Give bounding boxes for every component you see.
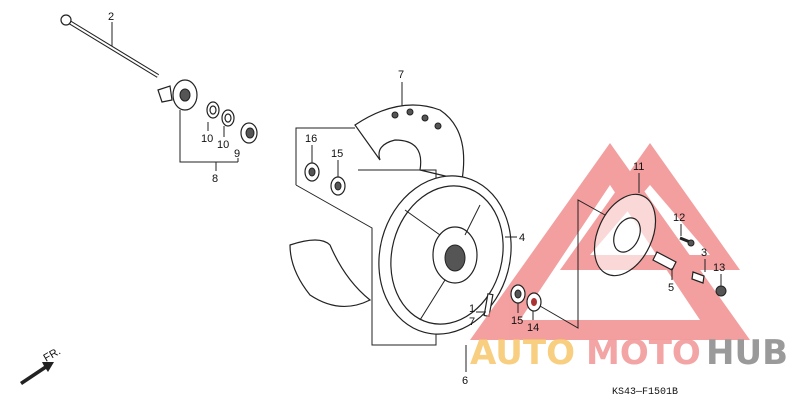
hardware-parts: 12 5 3 13: [652, 212, 727, 297]
front-direction-arrow: FR.: [20, 345, 63, 385]
axle-part: 2: [60, 11, 160, 78]
watermark-moto: MOTO: [586, 333, 701, 373]
callout-12: 12: [673, 212, 685, 224]
callout-8: 8: [212, 173, 218, 185]
rim-part: 4: [378, 175, 525, 335]
watermark-auto: AUTO: [470, 333, 575, 373]
watermark-hub: HUB: [706, 333, 788, 373]
callout-3: 3: [701, 247, 707, 259]
callout-7-valve: 7: [469, 316, 475, 328]
callout-1: 1: [469, 303, 475, 315]
callout-11: 11: [633, 161, 644, 173]
bracket-line: [295, 169, 437, 346]
callout-2: 2: [108, 11, 114, 23]
callout-7-tire: 7: [398, 69, 404, 81]
tire-part: 7: [289, 69, 465, 308]
bracket-line: [539, 199, 606, 329]
watermark-text: AUTO MOTO HUB: [470, 333, 788, 373]
callout-15-right: 15: [511, 315, 523, 327]
callout-16: 16: [305, 133, 317, 145]
brake-disc-part: 11: [593, 161, 657, 277]
gearbox-part: 10 10 9 8: [157, 79, 258, 185]
figure-code: KS43—F1501B: [612, 387, 678, 398]
callout-13: 13: [713, 262, 725, 274]
callout-6: 6: [462, 375, 468, 387]
callout-9: 9: [234, 148, 240, 160]
direction-label: FR.: [42, 345, 63, 364]
valve-part: 1 7: [469, 293, 494, 328]
bearing-set-left: 16 15: [304, 133, 346, 196]
callout-5: 5: [668, 282, 674, 294]
callout-15-left: 15: [331, 148, 343, 160]
bearing-set-right: 15 14: [510, 284, 542, 334]
callout-14: 14: [527, 322, 539, 334]
callout-4: 4: [519, 232, 525, 244]
bracket-line: [295, 127, 355, 185]
callout-10a: 10: [201, 133, 213, 145]
callout-10b: 10: [217, 139, 229, 151]
